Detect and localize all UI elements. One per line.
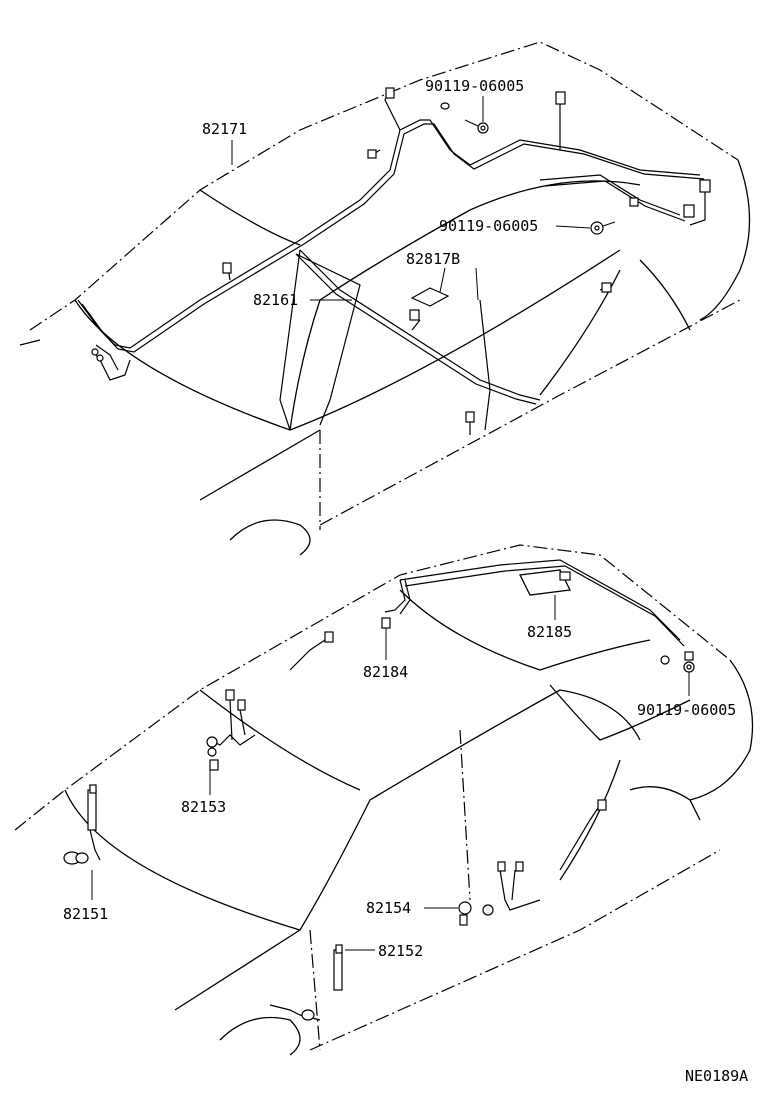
label-82161: 82161 xyxy=(253,291,298,309)
label-82184: 82184 xyxy=(363,663,408,681)
connector xyxy=(629,197,639,207)
label-82171: 82171 xyxy=(202,120,247,138)
bolt-icon xyxy=(590,221,616,235)
lower-car-view: 82185 82184 90119-06005 82153 82151 8215… xyxy=(14,544,754,1056)
part-82151 xyxy=(87,789,97,831)
part-82817b-pad xyxy=(410,287,450,307)
connector xyxy=(385,87,395,99)
label-82151: 82151 xyxy=(63,905,108,923)
label-82154: 82154 xyxy=(366,899,411,917)
label-82817b: 82817B xyxy=(406,250,460,268)
part-82185-sunroof-frame xyxy=(519,569,571,596)
figure-code: NE0189A xyxy=(685,1067,748,1085)
connector xyxy=(222,262,232,274)
part-82154 xyxy=(458,901,472,915)
bolt-icon xyxy=(683,651,695,673)
clip xyxy=(91,348,99,356)
harness-82171 xyxy=(77,119,701,349)
label-90119-06005-lower: 90119-06005 xyxy=(637,701,736,719)
harness-82153 xyxy=(209,734,256,746)
connector xyxy=(381,617,391,629)
connector xyxy=(699,179,711,193)
connector xyxy=(601,282,612,293)
bolt-icon xyxy=(440,102,489,134)
label-90119-06005-mid: 90119-06005 xyxy=(439,217,538,235)
label-82152: 82152 xyxy=(378,942,423,960)
label-82153: 82153 xyxy=(181,798,226,816)
connector xyxy=(555,91,566,105)
label-82185: 82185 xyxy=(527,623,572,641)
connector xyxy=(559,571,571,581)
connector xyxy=(409,309,420,321)
harness-82184 xyxy=(384,579,406,613)
label-90119-06005-top: 90119-06005 xyxy=(425,77,524,95)
connector xyxy=(367,149,377,159)
harness-82161 xyxy=(299,249,541,401)
part-82152 xyxy=(333,949,343,991)
upper-car-view: 82171 90119-06005 90119-06005 82817B 821… xyxy=(19,41,751,556)
clip xyxy=(660,655,670,665)
connector xyxy=(465,411,475,423)
clip xyxy=(96,354,104,362)
connector xyxy=(683,204,695,218)
